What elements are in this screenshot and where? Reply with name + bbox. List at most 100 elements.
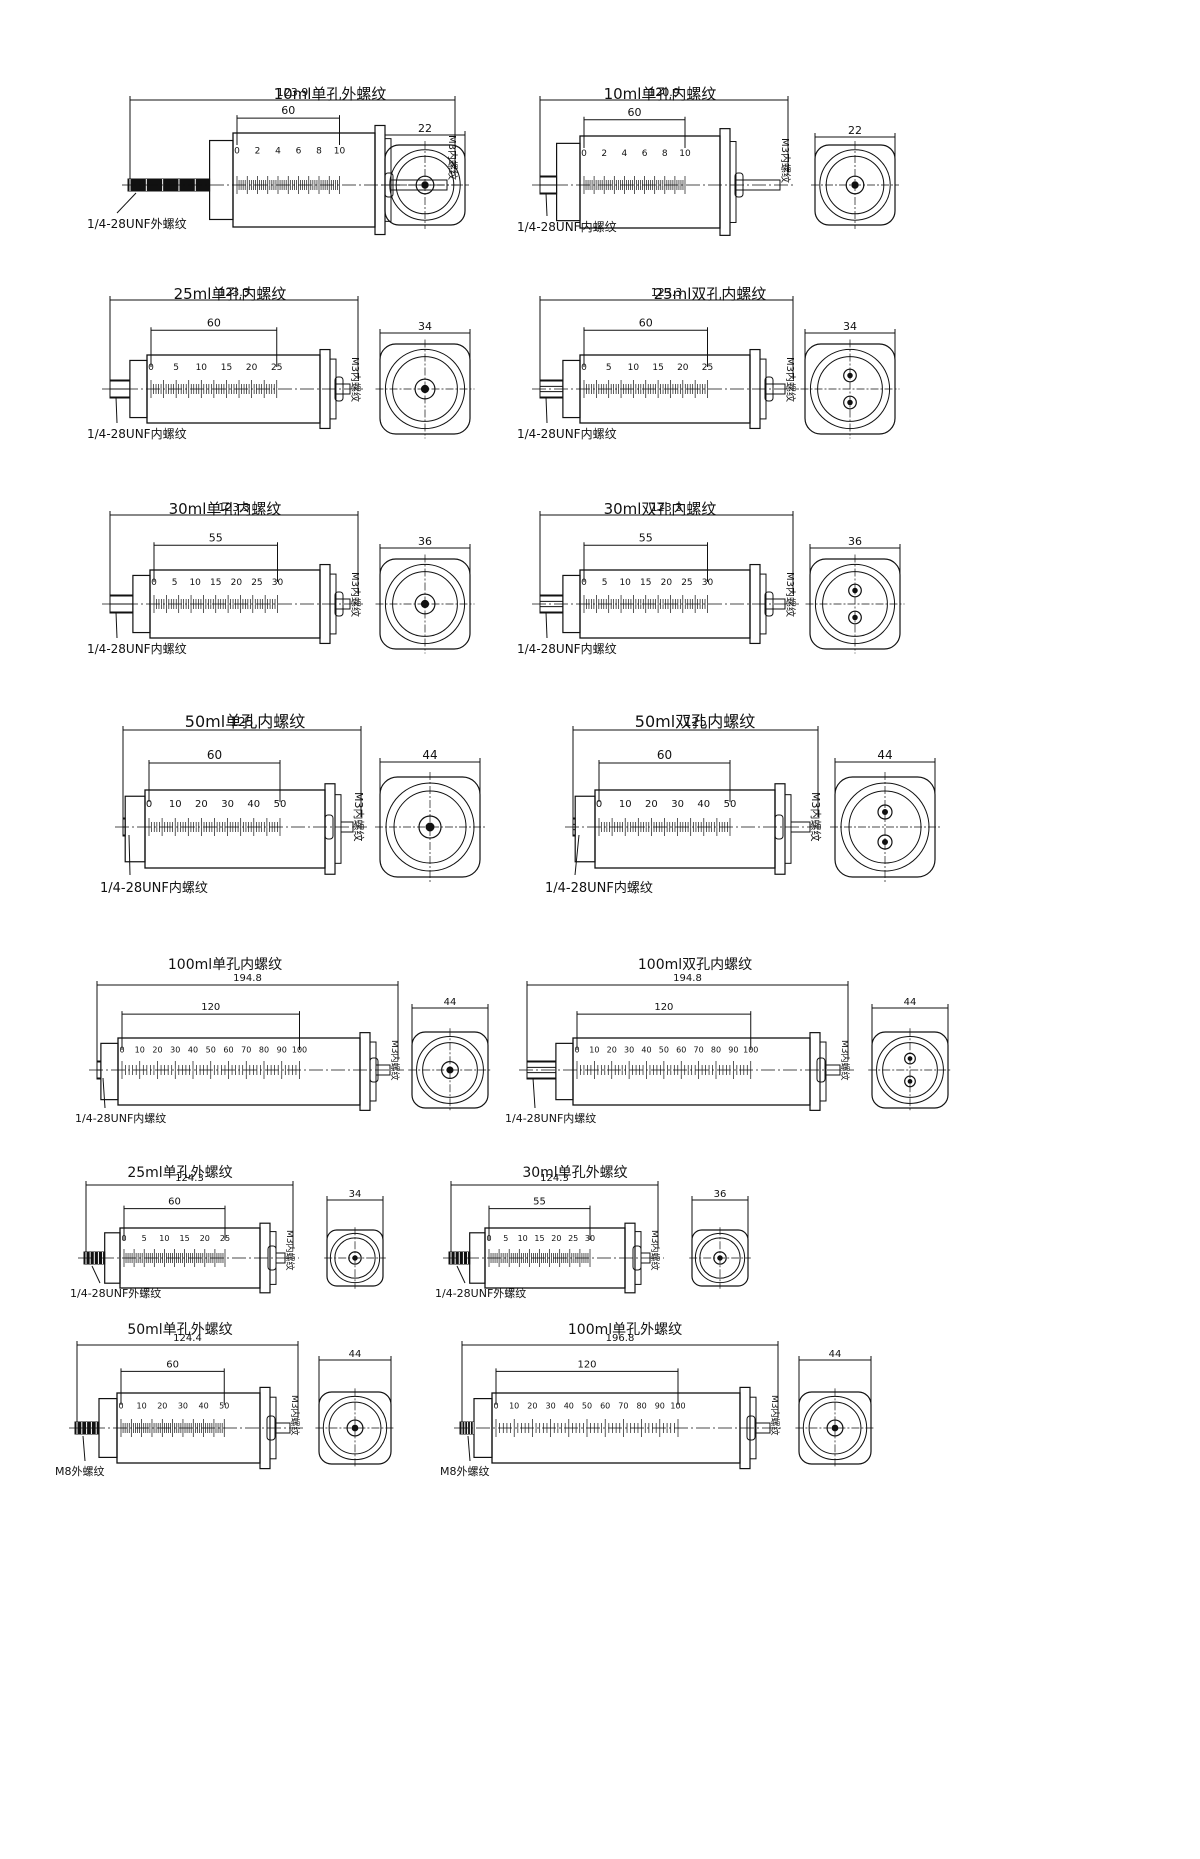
flange-outer [719,128,731,236]
port-hole [414,378,436,400]
scale-mark-label: 25 [251,578,262,588]
scale-mark-label: 30 [178,1401,188,1410]
scale-mark-label: 20 [607,1046,617,1055]
scale-span-label: 55 [209,531,223,544]
port-hole [826,1419,844,1437]
port-thread-label: 1/4-28UNF外螺纹 [70,1287,162,1300]
scale-span-label: 60 [628,106,642,119]
end-view-outer-ring [819,149,891,221]
scale-mark-label: 90 [728,1046,738,1055]
scale-mark-label: 10 [135,1046,145,1055]
port-hole [418,815,442,839]
scale-mark-label: 6 [642,149,648,159]
port-hole [843,368,857,383]
flange-inner [334,794,342,864]
scale-mark-label: 60 [600,1401,610,1410]
side-thread-label: M3内螺纹 [784,572,797,617]
port-hole-core [852,614,858,621]
scale-mark-label: 10 [334,147,346,157]
scale-span-label: 60 [207,748,222,762]
plunger-knob [764,591,774,617]
diameter-label: 34 [349,1189,362,1200]
scale-mark-label: 15 [534,1234,544,1243]
drawing-title: 100ml单孔内螺纹 [167,957,283,973]
scale-mark-label: 40 [641,1046,651,1055]
scale-mark-label: 15 [640,578,651,588]
scale-mark-label: 30 [272,578,284,588]
scale-mark-label: 5 [142,1234,147,1243]
port-hole [848,583,862,598]
plunger-knob [746,1415,756,1441]
scale-mark-label: 15 [652,363,663,373]
drawing-title: 30ml单孔外螺纹 [522,1165,628,1181]
flange-outer [374,124,386,236]
port-hole [904,1052,916,1065]
port-hole-core [351,1424,359,1432]
port-hole [848,610,862,625]
scale-mark-label: 40 [199,1401,209,1410]
scale-mark-label: 8 [662,149,668,159]
scale-mark-label: 20 [551,1234,561,1243]
port-thread-label: 1/4-28UNF内螺纹 [100,881,208,896]
plunger-knob [334,591,344,617]
scale-mark-label: 2 [601,149,607,159]
scale-mark-label: 50 [219,1401,229,1410]
overall-length-label: 123.3 [651,286,683,299]
scale-span-label: 60 [166,1359,179,1370]
plunger-rod [765,598,786,610]
scale-mark-label: 20 [677,363,689,373]
scale-span-label: 120 [577,1359,596,1370]
plunger-rod [275,1422,291,1434]
end-view-outer-ring [389,149,461,221]
port-leader-line [545,611,548,639]
plunger-rod [825,1064,841,1076]
scale-mark-label: 10 [137,1401,147,1410]
scale-span-label: 60 [639,316,653,329]
scale-mark-label: 10 [518,1234,528,1243]
port-hole-core [717,1255,723,1261]
overall-length-label: 124.4 [173,1333,202,1344]
port-hole [843,395,857,410]
drawing-title: 100ml单孔外螺纹 [567,1322,683,1338]
port-leader-line [115,611,118,639]
scale-mark-label: 10 [619,578,631,588]
plunger-rod [340,821,354,833]
drawing-title: 100ml双孔内螺纹 [637,957,753,973]
scale-span-label: 60 [281,104,295,117]
scale-mark-label: 20 [200,1234,210,1243]
port-leader-line [467,1435,471,1462]
plunger-knob [324,814,334,840]
overall-length-label: 123.3 [218,501,250,514]
barrel-hub [555,142,581,222]
scale-span-label: 60 [657,748,672,762]
port-leader-line [116,192,137,214]
scale-mark-label: 4 [622,149,628,159]
port-hole-core [882,809,888,815]
scale-mark-label: 50 [206,1046,216,1055]
port-thread-label: M8外螺纹 [440,1465,490,1478]
scale-mark-label: 40 [564,1401,574,1410]
flange-inner [369,1041,377,1102]
drawing-title: 10ml单孔外螺纹 [273,85,387,103]
scale-mark-label: 60 [676,1046,686,1055]
port-hole-core [420,599,430,609]
scale-mark-label: 0 [574,1046,579,1055]
scale-span-label: 120 [654,1002,673,1013]
scale-span-label: 55 [533,1197,546,1208]
port-hole-core [425,822,435,832]
port-leader-line [574,834,580,876]
scale-mark-label: 4 [275,147,281,157]
plunger-rod [790,821,811,833]
port-hole [904,1075,916,1088]
port-hole [348,1251,362,1265]
port-hole [877,834,893,850]
port-hole-core [907,1079,913,1084]
